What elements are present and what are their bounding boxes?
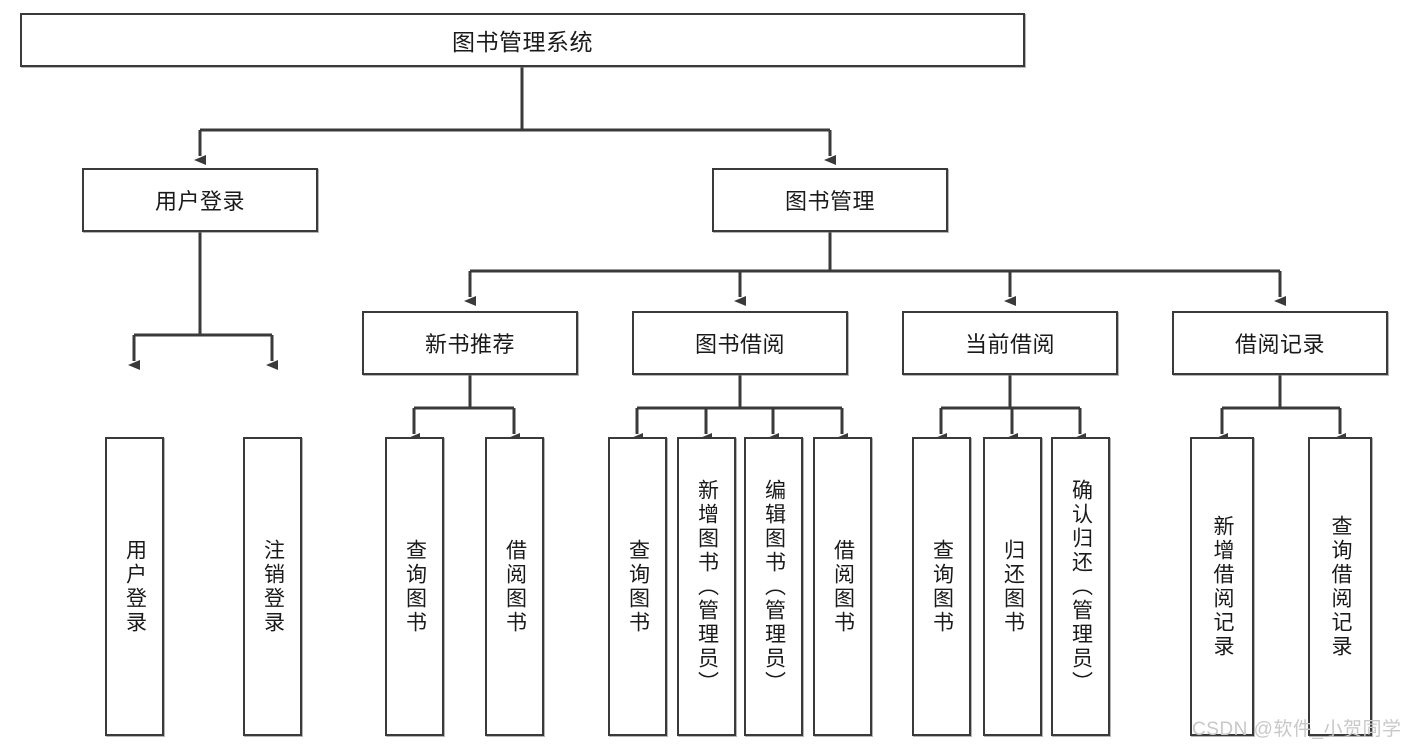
node-borrow-record[interactable]: 借阅记录 (1172, 311, 1388, 375)
node-root[interactable]: 图书管理系统 (20, 13, 1025, 67)
node-current-borrow[interactable]: 当前借阅 (902, 311, 1118, 375)
leaf-node[interactable]: 查询借阅记录 (1308, 437, 1372, 736)
leaf-node[interactable]: 归还图书 (983, 437, 1042, 736)
node-book-borrow[interactable]: 图书借阅 (632, 311, 848, 375)
leaf-node[interactable]: 查询图书 (608, 437, 667, 736)
leaf-node[interactable]: 编辑图书（管理员） (744, 437, 803, 736)
leaf-node[interactable]: 借阅图书 (813, 437, 872, 736)
leaf-node[interactable]: 新增图书（管理员） (677, 437, 736, 736)
leaf-node[interactable]: 确认归还（管理员） (1051, 437, 1110, 736)
leaf-node[interactable]: 用户登录 (105, 437, 164, 736)
leaf-node[interactable]: 借阅图书 (485, 437, 544, 736)
node-new-book-recommend[interactable]: 新书推荐 (362, 311, 578, 375)
node-book-management[interactable]: 图书管理 (712, 168, 948, 232)
leaf-node[interactable]: 查询图书 (912, 437, 971, 736)
node-user-login[interactable]: 用户登录 (82, 168, 318, 232)
leaf-node[interactable]: 新增借阅记录 (1190, 437, 1254, 736)
leaf-node[interactable]: 注销登录 (243, 437, 302, 736)
leaf-node[interactable]: 查询图书 (385, 437, 444, 736)
